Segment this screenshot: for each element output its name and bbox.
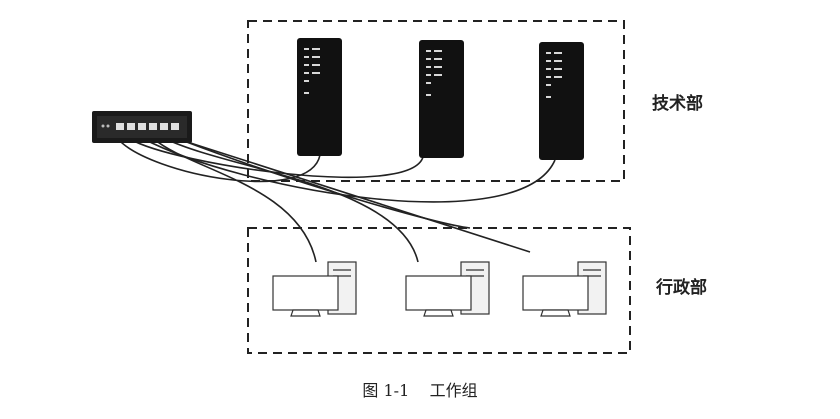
figure-caption: 图 1-1 工作组 (0, 377, 840, 401)
cable-server-1 (117, 138, 321, 183)
cable-pc-2 (165, 138, 419, 263)
network-cables (117, 137, 556, 263)
desktop-computer-icon (405, 261, 490, 317)
tech-department-label: 技术部 (652, 93, 703, 114)
cable-pc-3 (177, 138, 531, 253)
desktop-computer-icon (522, 261, 607, 317)
admin-department-label: 行政部 (655, 277, 707, 298)
server-icon (297, 38, 342, 156)
cable-extra (183, 140, 471, 229)
cable-server-3 (141, 137, 556, 203)
admin-department-box (247, 227, 631, 354)
figure-number: 图 1-1 (362, 381, 410, 400)
tech-department-box (247, 20, 625, 182)
desktop-computer-icon (272, 261, 357, 317)
cable-server-2 (129, 138, 424, 178)
network-switch-icon (92, 111, 192, 143)
figure-title: 工作组 (429, 381, 478, 400)
cable-pc-1 (153, 138, 317, 263)
server-icon (419, 40, 464, 158)
server-icon (539, 42, 584, 160)
